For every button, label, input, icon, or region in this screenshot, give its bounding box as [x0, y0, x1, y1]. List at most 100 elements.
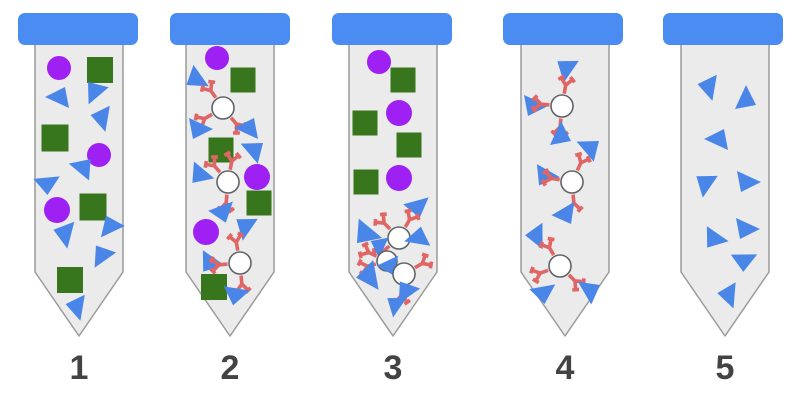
bead-circle: [550, 94, 574, 118]
triangle-antigen-icon: [551, 201, 575, 225]
circle-molecule-icon: [193, 219, 219, 245]
circle-molecule-icon: [205, 46, 229, 70]
triangle-antigen-icon: [706, 226, 729, 248]
triangle-antigen-icon: [550, 121, 571, 145]
antibody-icon: [557, 74, 577, 94]
antibody-icon: [414, 252, 434, 270]
triangle-antigen-icon: [356, 260, 379, 290]
tube-2: [170, 13, 290, 337]
triangle-antigen-icon: [370, 237, 389, 259]
triangle-antigen-icon: [736, 218, 760, 239]
triangle-antigen-icon: [65, 294, 85, 321]
triangle-antigen-icon: [94, 245, 117, 268]
tube-number-label-1: 1: [69, 349, 89, 387]
square-molecule-icon: [79, 193, 107, 221]
bead-circle: [216, 170, 240, 194]
circle-molecule-icon: [367, 50, 391, 74]
triangle-antigen-icon: [192, 161, 215, 183]
triangle-antigen-icon: [208, 201, 233, 223]
triangle-antigen-icon: [53, 221, 75, 249]
triangle-antigen-icon: [240, 142, 263, 164]
tube-number-label-5: 5: [715, 349, 735, 387]
tube-1: [18, 13, 138, 337]
tube-cap: [503, 13, 623, 45]
triangle-antigen-icon: [186, 64, 209, 87]
square-molecule-icon: [201, 274, 227, 300]
triangle-antigen-icon: [529, 284, 556, 305]
square-molecule-icon: [87, 57, 113, 83]
triangle-antigen-icon: [90, 105, 110, 132]
triangle-antigen-icon: [404, 226, 431, 246]
antibody-icon: [529, 266, 549, 285]
triangle-antigen-icon: [576, 140, 599, 162]
triangle-antigen-icon: [45, 87, 69, 108]
triangle-antigen-icon: [704, 129, 728, 150]
antibody-icon: [357, 241, 378, 259]
circle-molecule-icon: [47, 56, 71, 80]
antibody-bead-icon: [540, 151, 592, 214]
antibody-icon: [199, 79, 218, 99]
triangle-antigen-icon: [717, 282, 736, 309]
triangle-antigen-icon: [697, 74, 717, 101]
square-molecule-icon: [396, 132, 422, 158]
triangle-antigen-icon: [234, 118, 258, 139]
bead-circle: [228, 251, 252, 275]
tube-4: [503, 13, 623, 337]
antibody-icon: [193, 112, 213, 130]
tube-number-label-4: 4: [555, 349, 575, 387]
tube-number-label-3: 3: [383, 349, 403, 387]
antibody-icon: [540, 167, 560, 187]
triangle-antigen-icon: [730, 254, 758, 272]
bead-circle: [211, 96, 235, 120]
triangle-antigen-icon: [387, 297, 407, 318]
square-molecule-icon: [353, 169, 379, 195]
tube-cap: [170, 13, 290, 45]
triangle-antigen-icon: [68, 159, 91, 181]
triangle-antigen-icon: [356, 218, 383, 244]
triangle-antigen-icon: [189, 118, 213, 139]
square-molecule-icon: [352, 110, 378, 136]
antibody-icon: [574, 151, 592, 172]
circle-molecule-icon: [44, 197, 70, 223]
antibody-icon: [373, 212, 392, 231]
tube-3: [332, 13, 452, 337]
square-molecule-icon: [246, 190, 272, 216]
antibody-icon: [403, 208, 421, 228]
antibody-icon: [208, 255, 228, 275]
tube-5: [663, 13, 783, 337]
antibody-icon: [225, 231, 245, 251]
bead-circle: [392, 262, 416, 286]
triangle-antigen-icon: [696, 175, 718, 198]
tube-cap: [18, 13, 138, 45]
bead-circle: [548, 254, 572, 278]
bead-circle: [387, 226, 411, 250]
triangle-antigen-icon: [223, 286, 250, 306]
circle-molecule-icon: [244, 164, 270, 190]
square-molecule-icon: [390, 67, 416, 93]
tube-number-label-2: 2: [220, 349, 240, 387]
circle-molecule-icon: [386, 100, 412, 126]
antibody-bead-icon: [208, 231, 252, 295]
square-molecule-icon: [230, 67, 256, 93]
circle-molecule-icon: [386, 165, 412, 191]
triangle-antigen-icon: [737, 171, 761, 192]
antibody-bead-icon: [193, 79, 248, 135]
triangle-antigen-icon: [403, 197, 429, 218]
triangle-antigen-icon: [100, 215, 125, 238]
antibody-icon: [232, 275, 252, 295]
tube-cap: [663, 13, 783, 45]
triangle-antigen-icon: [525, 222, 543, 250]
triangle-antigen-icon: [577, 281, 601, 305]
antibody-icon: [530, 94, 550, 114]
triangle-antigen-icon: [33, 176, 60, 196]
antibody-icon: [203, 155, 222, 174]
circle-molecule-icon: [87, 143, 111, 167]
antibody-icon: [223, 150, 243, 170]
triangle-antigen-icon: [735, 85, 756, 109]
square-molecule-icon: [41, 124, 69, 152]
tube-cap: [332, 13, 452, 45]
antibody-icon: [567, 273, 586, 292]
bead-circle: [560, 170, 584, 194]
